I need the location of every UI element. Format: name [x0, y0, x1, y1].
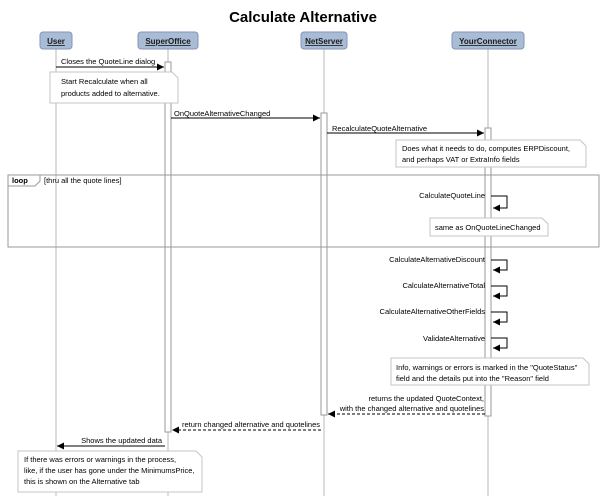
message-return-changed-alternative: return changed alternative and quoteline… [172, 420, 321, 434]
message-closes-quoteline: Closes the QuoteLine dialog [56, 57, 164, 71]
note-line: and perhaps VAT or ExtraInfo fields [402, 155, 520, 164]
message-recalculatequotealternative: RecalculateQuoteAlternative [327, 124, 484, 137]
message-label: OnQuoteAlternativeChanged [174, 109, 270, 118]
note-line: field and the details put into the "Reas… [396, 374, 549, 383]
note-errors-warnings-shown: If there was errors or warnings in the p… [17, 450, 203, 493]
message-label: CalculateAlternativeTotal [402, 281, 485, 290]
note-info-warnings-errors: Info, warnings or errors is marked in th… [390, 357, 590, 386]
note-line: like, if the user has gone under the Min… [24, 466, 195, 475]
message-validatealternative: ValidateAlternative [423, 334, 508, 352]
activation-connector [484, 127, 492, 417]
note-line: Does what it needs to do, computes ERPDi… [402, 144, 570, 153]
message-calculatealternativeotherfields: CalculateAlternativeOtherFields [380, 307, 508, 326]
message-label: CalculateQuoteLine [419, 191, 485, 200]
message-label: with the changed alternative and quoteli… [339, 404, 485, 413]
note-line: this is shown on the Alternative tab [24, 477, 140, 486]
note-line: products added to alternative. [61, 89, 160, 98]
participant-label-netserver: NetServer [305, 37, 343, 46]
message-shows-updated-data: Shows the updated data [57, 436, 165, 450]
participant-netserver: NetServer [300, 31, 348, 50]
note-line: Start Recalculate when all [61, 77, 148, 86]
activation-netserver [320, 112, 328, 416]
loop-keyword: loop [12, 176, 28, 185]
message-label: CalculateAlternativeOtherFields [380, 307, 486, 316]
participant-label-user: User [47, 37, 65, 46]
message-returns-updated-quotecontext: returns the updated QuoteContext, with t… [328, 394, 485, 418]
loop-fragment: loop [thru all the quote lines] [7, 174, 600, 248]
message-label: RecalculateQuoteAlternative [332, 124, 427, 133]
message-label: Shows the updated data [81, 436, 163, 445]
message-onquotealternativechanged: OnQuoteAlternativeChanged [171, 109, 320, 122]
participant-label-connector: YourConnector [459, 37, 517, 46]
participant-connector: YourConnector [451, 31, 525, 50]
note-line: Info, warnings or errors is marked in th… [396, 363, 578, 372]
message-label: return changed alternative and quoteline… [182, 420, 320, 429]
message-label: CalculateAlternativeDiscount [389, 255, 486, 264]
message-label: Closes the QuoteLine dialog [61, 57, 155, 66]
message-calculatealternativediscount: CalculateAlternativeDiscount [389, 255, 508, 274]
message-label: ValidateAlternative [423, 334, 485, 343]
message-label: returns the updated QuoteContext, [369, 394, 485, 403]
note-same-as-onquotelinechanged: same as OnQuoteLineChanged [429, 217, 549, 237]
participant-user: User [39, 31, 73, 50]
participant-superoffice: SuperOffice [137, 31, 199, 50]
message-calculatealternativetotal: CalculateAlternativeTotal [402, 281, 508, 300]
participant-label-superoffice: SuperOffice [145, 37, 191, 46]
diagram-title: Calculate Alternative [229, 9, 377, 26]
loop-condition: [thru all the quote lines] [44, 176, 122, 185]
note-does-what-it-needs: Does what it needs to do, computes ERPDi… [395, 139, 587, 168]
message-calculatequoteline: CalculateQuoteLine [419, 191, 508, 212]
note-line: If there was errors or warnings in the p… [24, 455, 176, 464]
note-line: same as OnQuoteLineChanged [435, 223, 541, 232]
note-start-recalculate: Start Recalculate when all products adde… [49, 71, 179, 104]
